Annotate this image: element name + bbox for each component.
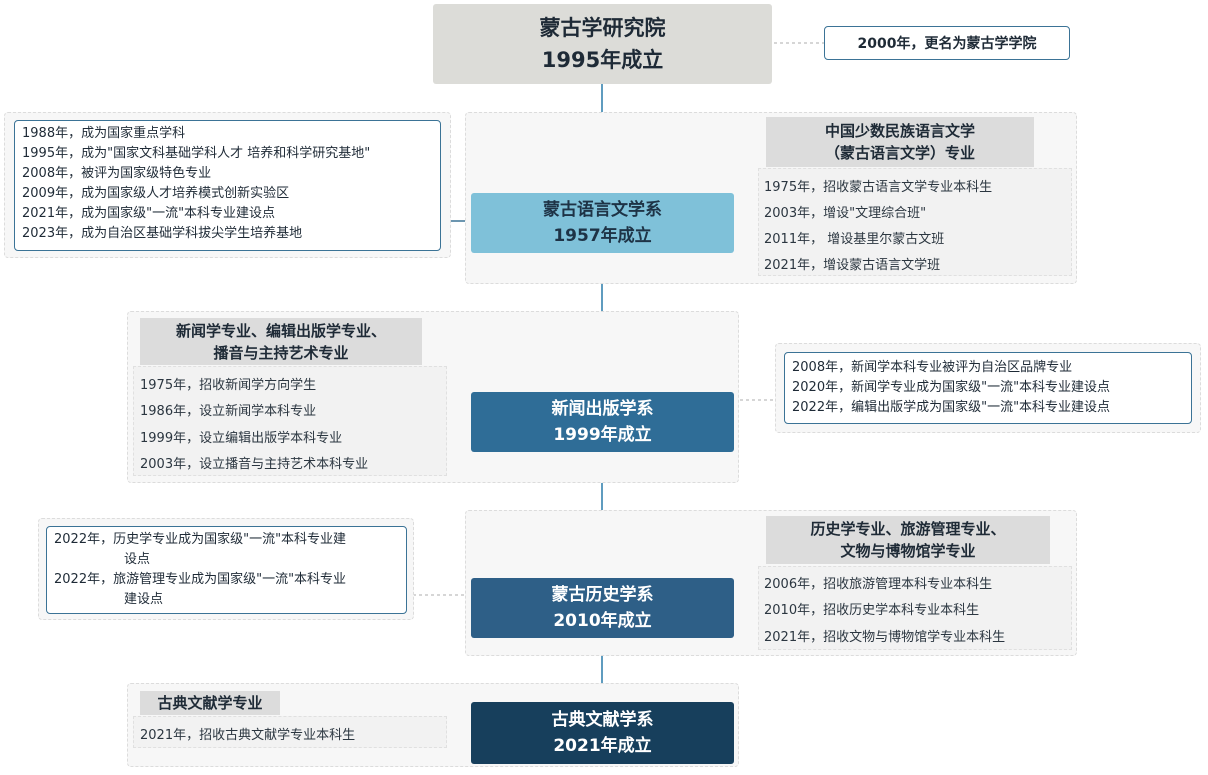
dept2-major-line2: 播音与主持艺术专业 bbox=[213, 343, 349, 362]
dept1-milestone: 1975年，招收蒙古语言文学专业本科生 bbox=[764, 180, 993, 195]
dept2-milestone: 2003年，设立播音与主持艺术本科专业 bbox=[140, 457, 369, 472]
dept4-milestone-list bbox=[133, 716, 447, 748]
dept3-honor-1: 2022年，历史学专业成为国家级"一流"本科专业建 bbox=[54, 532, 347, 547]
root-node[interactable]: 蒙古学研究院 1995年成立 bbox=[433, 4, 772, 84]
dept1-honor: 2023年，成为自治区基础学科拔尖学生培养基地 bbox=[22, 226, 303, 241]
dept2-major-header: 新闻学专业、编辑出版学专业、 播音与主持艺术专业 bbox=[140, 318, 422, 365]
dept1-major-header: 中国少数民族语言文学 （蒙古语言文学）专业 bbox=[766, 117, 1034, 167]
dept2-milestone: 1986年，设立新闻学本科专业 bbox=[140, 404, 317, 419]
dept3-honor-2-cont: 建设点 bbox=[54, 590, 399, 610]
dept3-honor-1-cont: 设点 bbox=[54, 550, 399, 570]
dept3-honors-box[interactable]: 2022年，历史学专业成为国家级"一流"本科专业建 设点 2022年，旅游管理专… bbox=[46, 526, 407, 614]
dept2-milestone: 1999年，设立编辑出版学本科专业 bbox=[140, 431, 343, 446]
dept3-milestone-list bbox=[758, 566, 1072, 650]
dept1-name: 蒙古语言文学系 bbox=[543, 200, 662, 220]
dept3-milestone: 2006年，招收旅游管理本科专业本科生 bbox=[764, 577, 993, 592]
dept3-honor-2-cont-text: 建设点 bbox=[124, 592, 164, 607]
root-note-text: 2000年，更名为蒙古学学院 bbox=[857, 36, 1037, 52]
dept3-milestone: 2021年，招收文物与博物馆学专业本科生 bbox=[764, 630, 1006, 645]
dept1-milestone: 2021年，增设蒙古语言文学班 bbox=[764, 258, 941, 273]
dept3-major-line2: 文物与博物馆学专业 bbox=[840, 542, 976, 560]
dept3-year: 2010年成立 bbox=[553, 611, 652, 631]
dept1-milestone: 2011年， 增设基里尔蒙古文班 bbox=[764, 232, 945, 247]
dept1-major-line1: 中国少数民族语言文学 bbox=[824, 122, 975, 140]
dept1-honor: 1988年，成为国家重点学科 bbox=[22, 126, 186, 141]
dept1-year: 1957年成立 bbox=[553, 226, 652, 246]
dept1-honor: 1995年，成为"国家文科基础学科人才 培养和科学研究基地" bbox=[22, 146, 371, 161]
dept3-honor-2: 2022年，旅游管理专业成为国家级"一流"本科专业 bbox=[54, 572, 347, 587]
dept2-year: 1999年成立 bbox=[553, 425, 652, 445]
dept2-name: 新闻出版学系 bbox=[551, 399, 654, 419]
dept4-name: 古典文献学系 bbox=[551, 710, 654, 730]
dept3-honor-1-cont-text: 设点 bbox=[124, 552, 151, 567]
dept3-major-line1: 历史学专业、旅游管理专业、 bbox=[810, 520, 1006, 538]
dept2-honor: 2008年，新闻学本科专业被评为自治区品牌专业 bbox=[792, 360, 1073, 375]
dept3-node[interactable]: 蒙古历史学系 2010年成立 bbox=[471, 578, 734, 638]
dept2-honors-box[interactable]: 2008年，新闻学本科专业被评为自治区品牌专业 2020年，新闻学专业成为国家级… bbox=[784, 352, 1192, 424]
dept2-honor: 2022年，编辑出版学成为国家级"一流"本科专业建设点 bbox=[792, 400, 1111, 415]
dept2-milestone: 1975年，招收新闻学方向学生 bbox=[140, 378, 317, 393]
dept1-honors-box[interactable]: 1988年，成为国家重点学科 1995年，成为"国家文科基础学科人才 培养和科学… bbox=[14, 120, 441, 251]
dept1-honor: 2021年，成为国家级"一流"本科专业建设点 bbox=[22, 206, 276, 221]
dept1-honor: 2009年，成为国家级人才培养模式创新实验区 bbox=[22, 186, 290, 201]
dept4-year: 2021年成立 bbox=[553, 736, 652, 756]
dept1-milestone: 2003年，增设"文理综合班" bbox=[764, 206, 927, 221]
dept2-node[interactable]: 新闻出版学系 1999年成立 bbox=[471, 392, 734, 452]
root-year: 1995年成立 bbox=[541, 48, 664, 72]
root-rename-note[interactable]: 2000年，更名为蒙古学学院 bbox=[824, 26, 1070, 60]
dept3-milestone: 2010年，招收历史学本科专业本科生 bbox=[764, 603, 980, 618]
root-name: 蒙古学研究院 bbox=[539, 16, 666, 40]
dept4-major-header: 古典文献学专业 bbox=[140, 691, 280, 715]
dept1-major-line2: （蒙古语言文学）专业 bbox=[824, 144, 975, 162]
dept2-honor: 2020年，新闻学专业成为国家级"一流"本科专业建设点 bbox=[792, 380, 1111, 395]
dept2-major-line1: 新闻学专业、编辑出版学专业、 bbox=[175, 321, 386, 340]
dept4-node[interactable]: 古典文献学系 2021年成立 bbox=[471, 702, 734, 764]
dept1-node[interactable]: 蒙古语言文学系 1957年成立 bbox=[471, 193, 734, 253]
dept4-milestone: 2021年，招收古典文献学专业本科生 bbox=[140, 728, 356, 743]
dept4-major-line1: 古典文献学专业 bbox=[157, 694, 263, 712]
dept1-milestone-list bbox=[758, 168, 1072, 276]
dept2-milestone-list bbox=[133, 366, 447, 476]
dept1-honor: 2008年，被评为国家级特色专业 bbox=[22, 166, 212, 181]
dept3-name: 蒙古历史学系 bbox=[551, 585, 654, 605]
dept3-major-header: 历史学专业、旅游管理专业、 文物与博物馆学专业 bbox=[766, 516, 1050, 564]
